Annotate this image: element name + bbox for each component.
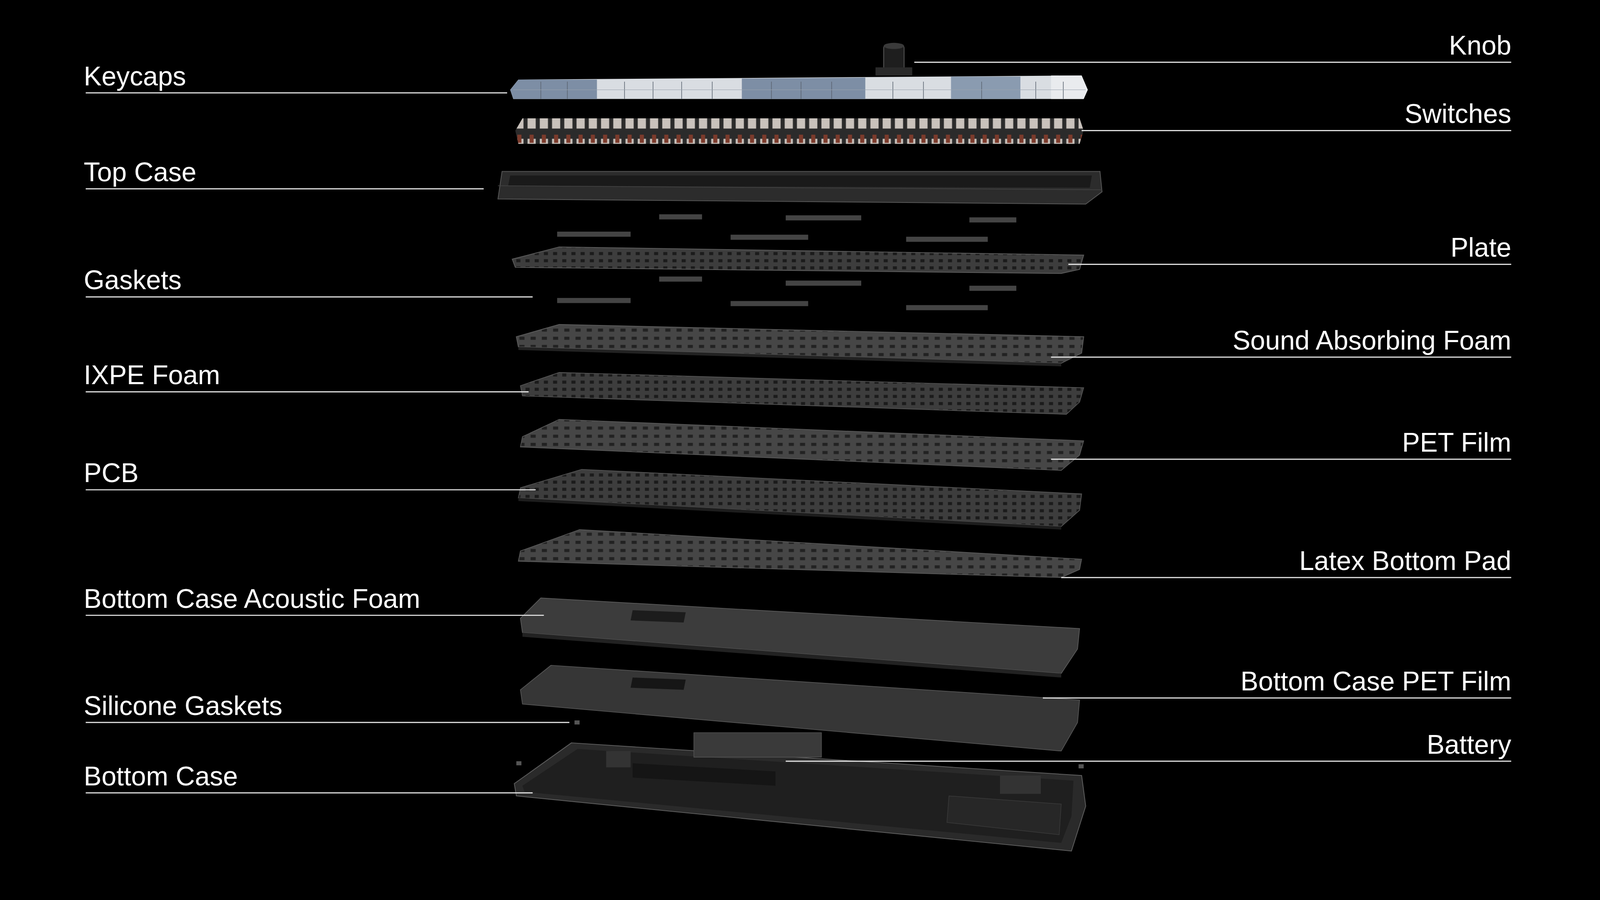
part-label: Keycaps (83, 62, 186, 91)
part-label: IXPE Foam (83, 361, 220, 390)
pet-film (520, 419, 1084, 471)
part-label: Knob (1449, 31, 1512, 60)
switches (515, 118, 1084, 144)
top-case (497, 171, 1103, 204)
part-label: PCB (83, 459, 139, 488)
part-label: Gaskets (83, 266, 182, 295)
sound-absorbing-foam (516, 324, 1084, 367)
keycaps (510, 75, 1088, 99)
part-label: Bottom Case (83, 762, 238, 791)
part-label: Battery (1426, 730, 1512, 759)
part-label: Latex Bottom Pad (1299, 547, 1512, 575)
part-label: Bottom Case PET Film (1240, 667, 1512, 696)
part-label: Plate (1450, 233, 1512, 262)
plate (512, 247, 1084, 274)
part-label: PET Film (1402, 428, 1512, 457)
latex-bottom-pad (518, 529, 1082, 578)
battery (693, 732, 822, 758)
part-label: Bottom Case Acoustic Foam (83, 585, 420, 613)
leader-lines (85, 62, 1512, 793)
part-label: Silicone Gaskets (83, 692, 283, 720)
part-label: Switches (1404, 100, 1512, 128)
ixpe-foam (520, 372, 1084, 415)
bottom-case (514, 732, 1086, 851)
pcb (518, 469, 1082, 530)
part-label: Top Case (83, 158, 197, 187)
part-label: Sound Absorbing Foam (1232, 326, 1512, 355)
bottom-case-acoustic-foam (520, 597, 1080, 678)
knob (875, 42, 913, 76)
